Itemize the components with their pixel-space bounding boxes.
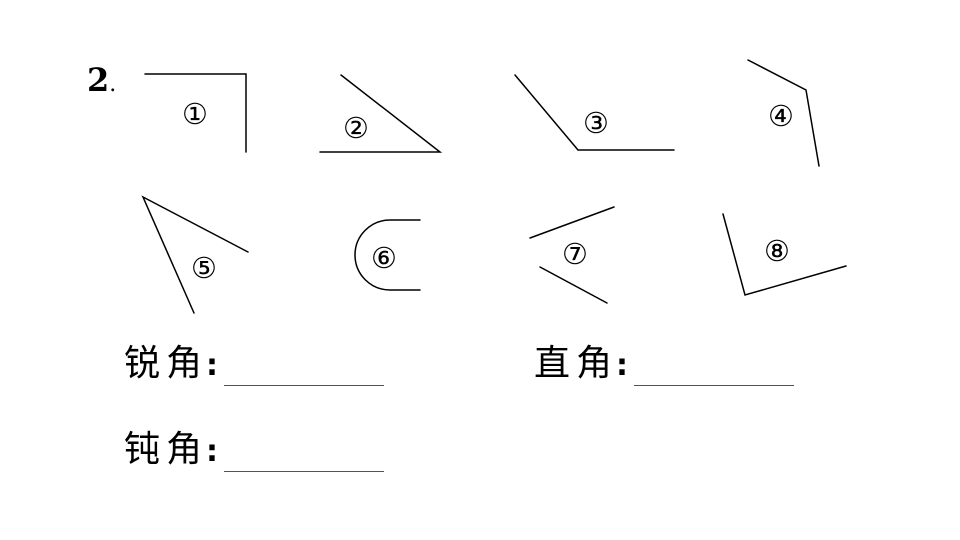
- figure-1-angle: [144, 73, 247, 153]
- figure-4-angle: [747, 59, 820, 167]
- figure-3-label: ③: [583, 106, 609, 140]
- figure-6-label: ⑥: [371, 241, 397, 275]
- right-label: 直角: [534, 343, 619, 384]
- figure-8-angle: [722, 213, 847, 296]
- question-number-dot: .: [109, 72, 117, 97]
- figure-4-label: ④: [768, 99, 794, 133]
- right-answer-row: 直角 :: [534, 342, 795, 386]
- figure-2-angle: [319, 74, 443, 153]
- acute-answer-row: 锐角 :: [124, 342, 385, 386]
- figure-6-curve: [354, 219, 421, 291]
- figure-5-label: ⑤: [191, 251, 217, 285]
- figure-7-label: ⑦: [562, 237, 588, 271]
- figure-2-label: ②: [343, 111, 369, 145]
- question-number-text: 2: [87, 61, 110, 99]
- obtuse-colon: :: [206, 434, 219, 469]
- figure-7-upper-line: [529, 206, 615, 239]
- figure-3-angle: [514, 74, 675, 151]
- acute-label: 锐角: [124, 343, 209, 384]
- obtuse-answer-blank[interactable]: [224, 471, 385, 472]
- obtuse-answer-row: 钝角 :: [124, 428, 385, 472]
- acute-colon: :: [206, 348, 219, 383]
- figure-7-lower-line: [539, 266, 608, 304]
- right-answer-blank[interactable]: [634, 385, 795, 386]
- acute-answer-blank[interactable]: [224, 385, 385, 386]
- question-number: 2.: [87, 60, 116, 105]
- figure-1-label: ①: [182, 97, 208, 131]
- figure-8-label: ⑧: [764, 234, 790, 268]
- figure-5-angle: [141, 195, 249, 314]
- right-colon: :: [616, 348, 629, 383]
- obtuse-label: 钝角: [124, 429, 209, 470]
